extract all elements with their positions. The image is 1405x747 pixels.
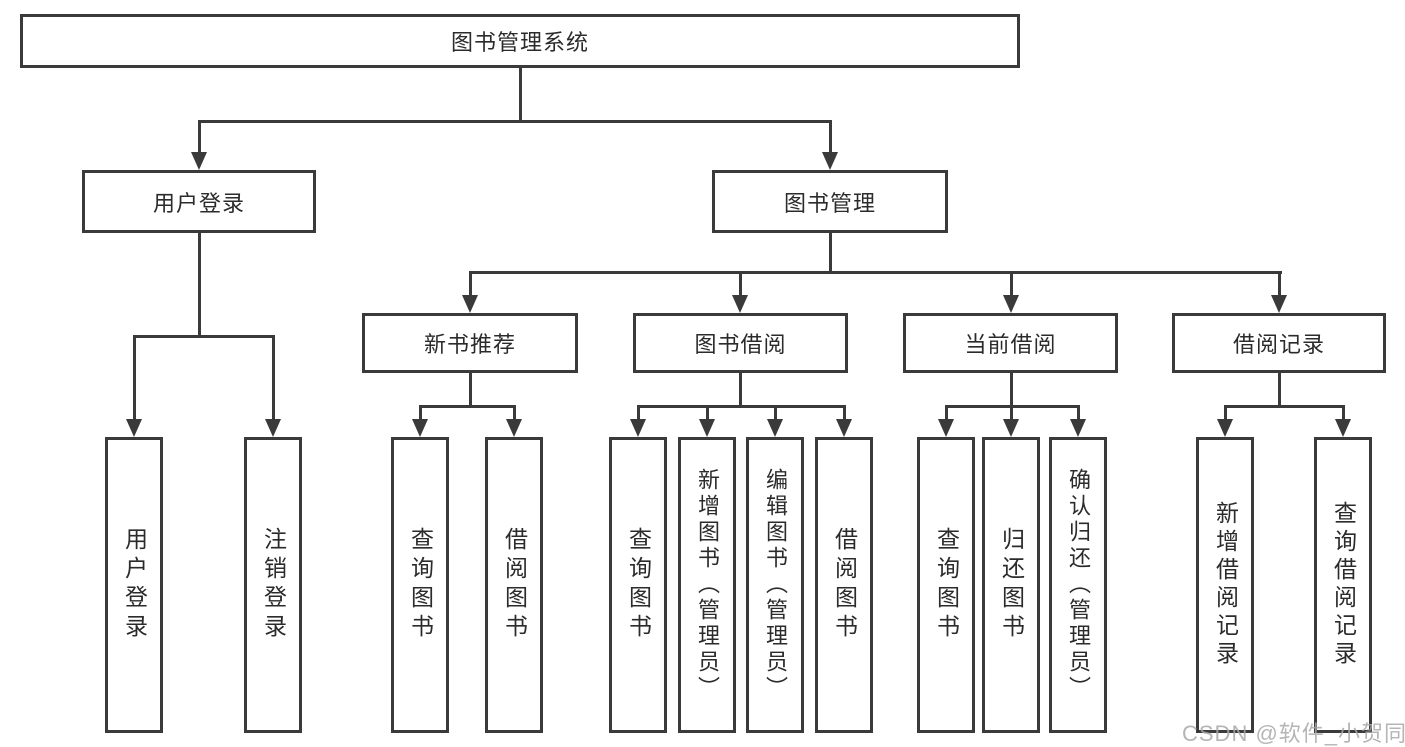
connector-drop-leaf-logout xyxy=(272,335,275,421)
connector-book-borrow-bar xyxy=(637,405,846,408)
node-book-management-label: 图书管理 xyxy=(783,190,876,216)
leaf-query-borrow-record-label: 查询借阅记录 xyxy=(1330,501,1357,669)
connector-drop xyxy=(1342,405,1345,421)
leaf-newbook-borrow-book-label: 借阅图书 xyxy=(501,527,528,643)
connector-drop xyxy=(419,405,422,421)
down-arrow-icon xyxy=(412,419,428,437)
down-arrow-icon xyxy=(1070,419,1086,437)
connector-drop xyxy=(774,405,777,421)
down-arrow-icon xyxy=(126,419,142,437)
down-arrow-icon xyxy=(1217,419,1233,437)
connector-root-stem xyxy=(519,68,522,122)
connector-drop-user-login xyxy=(198,120,201,154)
leaf-logout: 注销登录 xyxy=(244,437,302,733)
connector-drop xyxy=(706,405,709,421)
connector-book-management-stem xyxy=(829,233,832,273)
leaf-return-book: 归还图书 xyxy=(982,437,1040,733)
connector-drop xyxy=(1010,405,1013,421)
connector-new-book-stem xyxy=(469,373,472,407)
node-root: 图书管理系统 xyxy=(20,14,1020,68)
connector-drop xyxy=(513,405,516,421)
connector-drop-leaf-user-login xyxy=(133,335,136,421)
connector-drop-book-borrow xyxy=(739,271,742,297)
leaf-newbook-query-book-label: 查询图书 xyxy=(407,527,434,643)
node-current-borrow-label: 当前借阅 xyxy=(964,332,1057,357)
down-arrow-icon xyxy=(265,419,281,437)
down-arrow-icon xyxy=(1271,295,1287,313)
leaf-add-book-admin: 新增图书（管理员） xyxy=(678,437,736,733)
connector-book-management-bar xyxy=(469,271,1282,274)
watermark: CSDN @软件_小贺同学 xyxy=(1182,721,1405,746)
leaf-user-login-label: 用户登录 xyxy=(121,527,148,643)
leaf-return-book-label: 归还图书 xyxy=(998,527,1025,643)
down-arrow-icon xyxy=(938,419,954,437)
connector-root-bar xyxy=(198,120,832,123)
down-arrow-icon xyxy=(1335,419,1351,437)
node-user-login: 用户登录 xyxy=(82,170,316,233)
connector-drop xyxy=(1077,405,1080,421)
leaf-newbook-query-book: 查询图书 xyxy=(391,437,449,733)
leaf-newbook-borrow-book: 借阅图书 xyxy=(485,437,543,733)
node-book-borrow: 图书借阅 xyxy=(633,313,848,373)
connector-user-login-bar xyxy=(133,335,275,338)
down-arrow-icon xyxy=(1003,419,1019,437)
node-book-borrow-label: 图书借阅 xyxy=(694,332,787,357)
down-arrow-icon xyxy=(630,419,646,437)
down-arrow-icon xyxy=(506,419,522,437)
node-current-borrow: 当前借阅 xyxy=(903,313,1118,373)
connector-drop xyxy=(1224,405,1227,421)
connector-drop xyxy=(637,405,640,421)
connector-book-borrow-stem xyxy=(739,373,742,407)
connector-drop-current-borrow xyxy=(1010,271,1013,297)
leaf-confirm-return-admin-label: 确认归还（管理员） xyxy=(1066,468,1091,702)
leaf-add-book-admin-label: 新增图书（管理员） xyxy=(695,468,720,702)
leaf-borrow-query-book-label: 查询图书 xyxy=(625,527,652,643)
down-arrow-icon xyxy=(767,419,783,437)
connector-borrow-records-bar xyxy=(1224,405,1345,408)
down-arrow-icon xyxy=(732,295,748,313)
connector-drop-borrow-records xyxy=(1278,271,1281,297)
down-arrow-icon xyxy=(699,419,715,437)
leaf-borrow-book: 借阅图书 xyxy=(815,437,873,733)
leaf-current-query-book: 查询图书 xyxy=(917,437,975,733)
down-arrow-icon xyxy=(836,419,852,437)
leaf-borrow-query-book: 查询图书 xyxy=(609,437,667,733)
down-arrow-icon xyxy=(462,295,478,313)
connector-drop xyxy=(945,405,948,421)
leaf-borrow-book-label: 借阅图书 xyxy=(831,527,858,643)
node-new-book-recommend-label: 新书推荐 xyxy=(423,332,516,357)
connector-new-book-bar xyxy=(419,405,516,408)
leaf-query-borrow-record: 查询借阅记录 xyxy=(1314,437,1372,733)
leaf-current-query-book-label: 查询图书 xyxy=(933,527,960,643)
leaf-add-borrow-record: 新增借阅记录 xyxy=(1196,437,1254,733)
node-root-label: 图书管理系统 xyxy=(450,30,589,55)
node-borrow-records-label: 借阅记录 xyxy=(1232,332,1325,357)
leaf-edit-book-admin: 编辑图书（管理员） xyxy=(746,437,804,733)
connector-borrow-records-stem xyxy=(1278,373,1281,407)
down-arrow-icon xyxy=(1003,295,1019,313)
node-borrow-records: 借阅记录 xyxy=(1172,313,1386,373)
down-arrow-icon xyxy=(191,152,207,170)
connector-drop-book-management xyxy=(829,120,832,154)
leaf-logout-label: 注销登录 xyxy=(260,527,287,643)
connector-current-borrow-stem xyxy=(1010,373,1013,407)
node-book-management: 图书管理 xyxy=(712,170,948,233)
connector-user-login-stem xyxy=(198,233,201,336)
down-arrow-icon xyxy=(822,152,838,170)
node-user-login-label: 用户登录 xyxy=(152,190,245,216)
node-new-book-recommend: 新书推荐 xyxy=(362,313,578,373)
leaf-edit-book-admin-label: 编辑图书（管理员） xyxy=(763,468,788,702)
leaf-add-borrow-record-label: 新增借阅记录 xyxy=(1212,501,1239,669)
leaf-confirm-return-admin: 确认归还（管理员） xyxy=(1049,437,1107,733)
leaf-user-login: 用户登录 xyxy=(105,437,163,733)
connector-drop-new-book xyxy=(469,271,472,297)
connector-drop xyxy=(843,405,846,421)
